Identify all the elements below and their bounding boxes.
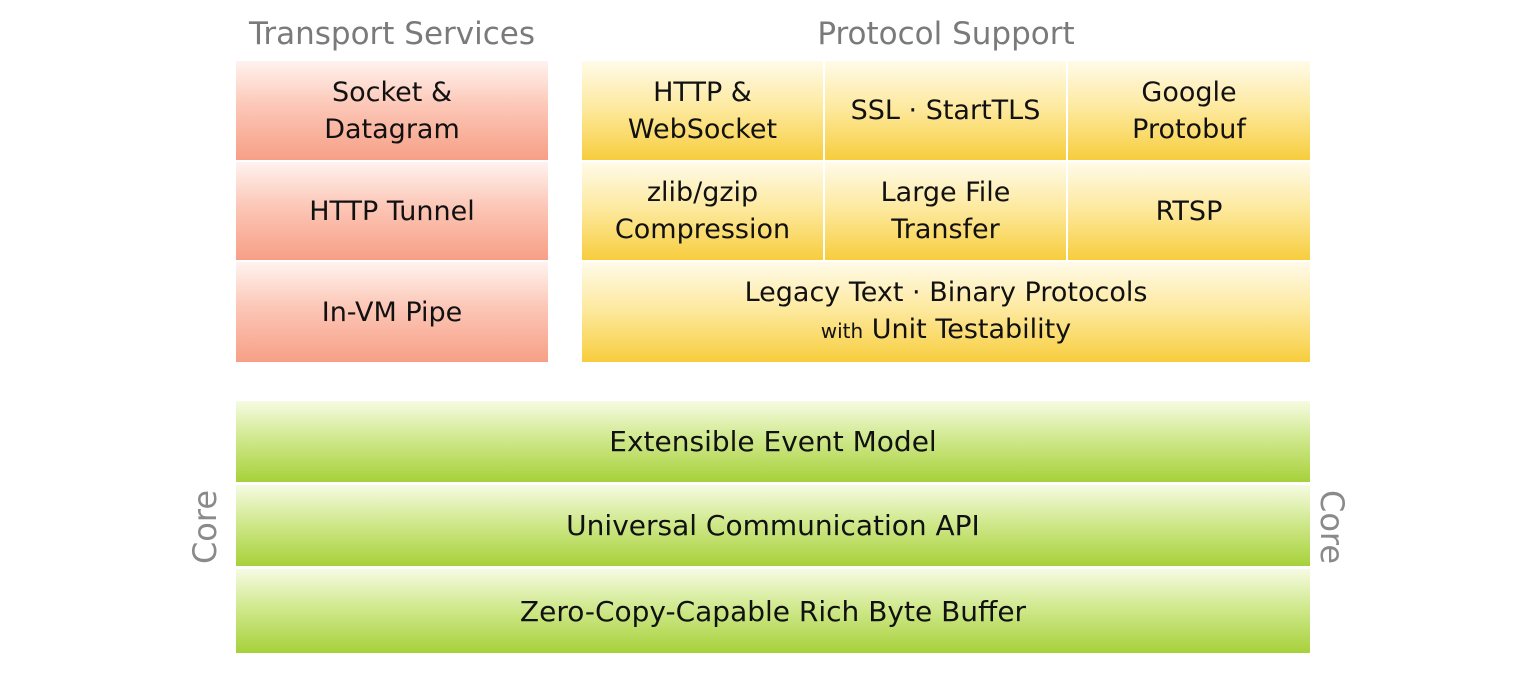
rich-byte-buffer-label: Zero-Copy-Capable Rich Byte Buffer xyxy=(519,594,1027,628)
http-tunnel-label: HTTP Tunnel xyxy=(309,195,475,227)
protocol-support-heading: Protocol Support xyxy=(817,16,1075,52)
rtsp-box: RTSP xyxy=(1068,162,1310,262)
http-tunnel-box: HTTP Tunnel xyxy=(236,162,548,262)
extensible-event-model-box: Extensible Event Model xyxy=(236,401,1310,485)
rich-byte-buffer-box: Zero-Copy-Capable Rich Byte Buffer xyxy=(236,569,1310,653)
ssl-starttls-label: SSL · StartTLS xyxy=(850,95,1041,126)
zlib-compression-line1: zlib/gzip xyxy=(646,177,759,208)
in-vm-pipe-label: In-VM Pipe xyxy=(321,296,463,328)
http-websocket-box: HTTP & WebSocket xyxy=(582,61,825,162)
socket-datagram-line1: Socket & xyxy=(331,76,452,108)
legacy-unit-testability: Unit Testability xyxy=(871,314,1072,345)
universal-communication-api-box: Universal Communication API xyxy=(236,485,1310,569)
zlib-compression-line2: Compression xyxy=(614,214,791,245)
extensible-event-model-label: Extensible Event Model xyxy=(609,425,937,458)
rtsp-label: RTSP xyxy=(1155,195,1223,227)
socket-datagram-line2: Datagram xyxy=(324,113,460,145)
core-label-right: Core xyxy=(1313,489,1352,565)
http-websocket-line1: HTTP & xyxy=(653,76,752,108)
http-websocket-line2: WebSocket xyxy=(627,113,778,145)
legacy-with-word: with xyxy=(820,319,864,343)
zlib-compression-box: zlib/gzip Compression xyxy=(582,162,825,262)
socket-datagram-box: Socket & Datagram xyxy=(236,61,548,162)
legacy-protocols-line2: with Unit Testability xyxy=(821,311,1072,350)
legacy-protocols-box: Legacy Text · Binary Protocols with Unit… xyxy=(582,262,1310,362)
in-vm-pipe-box: In-VM Pipe xyxy=(236,262,548,362)
legacy-protocols-line1: Legacy Text · Binary Protocols xyxy=(744,277,1148,308)
core-label-left: Core xyxy=(186,489,225,565)
large-file-transfer-box: Large File Transfer xyxy=(825,162,1068,262)
google-protobuf-line2: Protobuf xyxy=(1132,113,1246,145)
large-file-transfer-line1: Large File xyxy=(880,177,1011,208)
transport-services-heading: Transport Services xyxy=(248,16,536,52)
ssl-starttls-box: SSL · StartTLS xyxy=(825,61,1068,162)
google-protobuf-box: Google Protobuf xyxy=(1068,61,1310,162)
google-protobuf-line1: Google xyxy=(1141,76,1237,108)
universal-communication-api-label: Universal Communication API xyxy=(566,509,980,542)
large-file-transfer-line2: Transfer xyxy=(891,214,1000,245)
